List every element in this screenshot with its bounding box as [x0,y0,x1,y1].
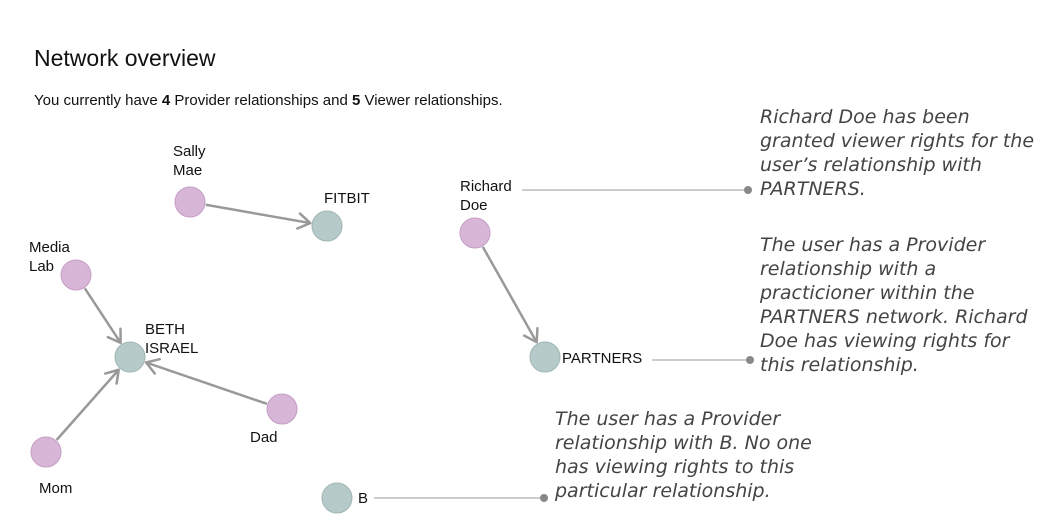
node-label: BETH ISRAEL [145,321,198,357]
node-partners[interactable]: PARTNERS [529,341,642,373]
node-label-line: BETH [145,321,185,338]
leader-dot [540,494,548,502]
arrowhead-icon [144,357,161,375]
leader-partners [652,356,754,364]
node-label-line: Sally [173,143,206,160]
summary-prefix: You currently have [34,92,162,109]
node-label-line: Dad [250,429,278,446]
provider-node-circle[interactable] [311,210,343,242]
provider-node-circle[interactable] [114,341,146,373]
viewer-node-circle[interactable] [266,393,298,425]
viewer-node-circle[interactable] [30,436,62,468]
annotation-b: The user has a Provider relationship wit… [555,408,812,502]
edge-medialab-to-beth [83,287,122,345]
node-label-line: Media [29,239,71,256]
node-label: B [358,490,368,507]
arrowhead-icon [296,212,312,230]
edge-line [481,246,538,343]
edge-dad-to-beth [144,357,268,406]
node-label-line: Richard [460,178,512,195]
viewer-node-circle[interactable] [459,217,491,249]
edge-mom-to-beth [55,368,120,441]
node-label-line: Mae [173,162,202,179]
leader-b [374,494,548,502]
node-label: FITBIT [324,190,370,207]
node-label-line: ISRAEL [145,340,198,357]
edge-richard-to-partners [481,246,539,344]
node-beth[interactable]: BETH ISRAEL [114,321,198,373]
page-title: Network overview [34,45,216,71]
edge-line [145,361,268,406]
viewer-node-circle[interactable] [174,186,206,218]
annotation-richard: Richard Doe has been granted viewer righ… [760,106,1035,200]
node-fitbit[interactable]: FITBIT [311,190,370,242]
summary-viewer-text: Viewer relationships. [360,92,503,109]
edge-line [83,287,122,344]
node-label: PARTNERS [562,350,642,367]
node-label: Mom [39,480,72,497]
edge-line [55,368,120,441]
arrowhead-icon [104,368,120,385]
node-label-line: B [358,490,368,507]
edges [55,203,539,441]
arrowhead-icon [523,326,539,344]
edge-line [205,203,311,225]
provider-node-circle[interactable] [529,341,561,373]
leader-dot [746,356,754,364]
node-label: Dad [250,429,278,446]
node-label-line: Doe [460,197,488,214]
leader-dot [744,186,752,194]
edge-sally-to-fitbit [205,203,312,230]
leader-richard [522,186,752,194]
arrowhead-icon [106,327,122,345]
node-label-line: FITBIT [324,190,370,207]
summary-provider-text: Provider relationships and [170,92,352,109]
node-b[interactable]: B [321,482,368,514]
relationship-summary: You currently have 4 Provider relationsh… [34,92,503,109]
viewer-node-circle[interactable] [60,259,92,291]
viewer-count: 5 [351,92,361,109]
node-mom[interactable]: Mom [30,436,72,497]
annotation-partners: The user has a Provider relationship wit… [760,234,1028,376]
provider-count: 4 [161,92,171,109]
provider-node-circle[interactable] [321,482,353,514]
node-label-line: PARTNERS [562,350,642,367]
node-label-line: Lab [29,258,54,275]
node-dad[interactable]: Dad [250,393,298,446]
node-label-line: Mom [39,480,72,497]
